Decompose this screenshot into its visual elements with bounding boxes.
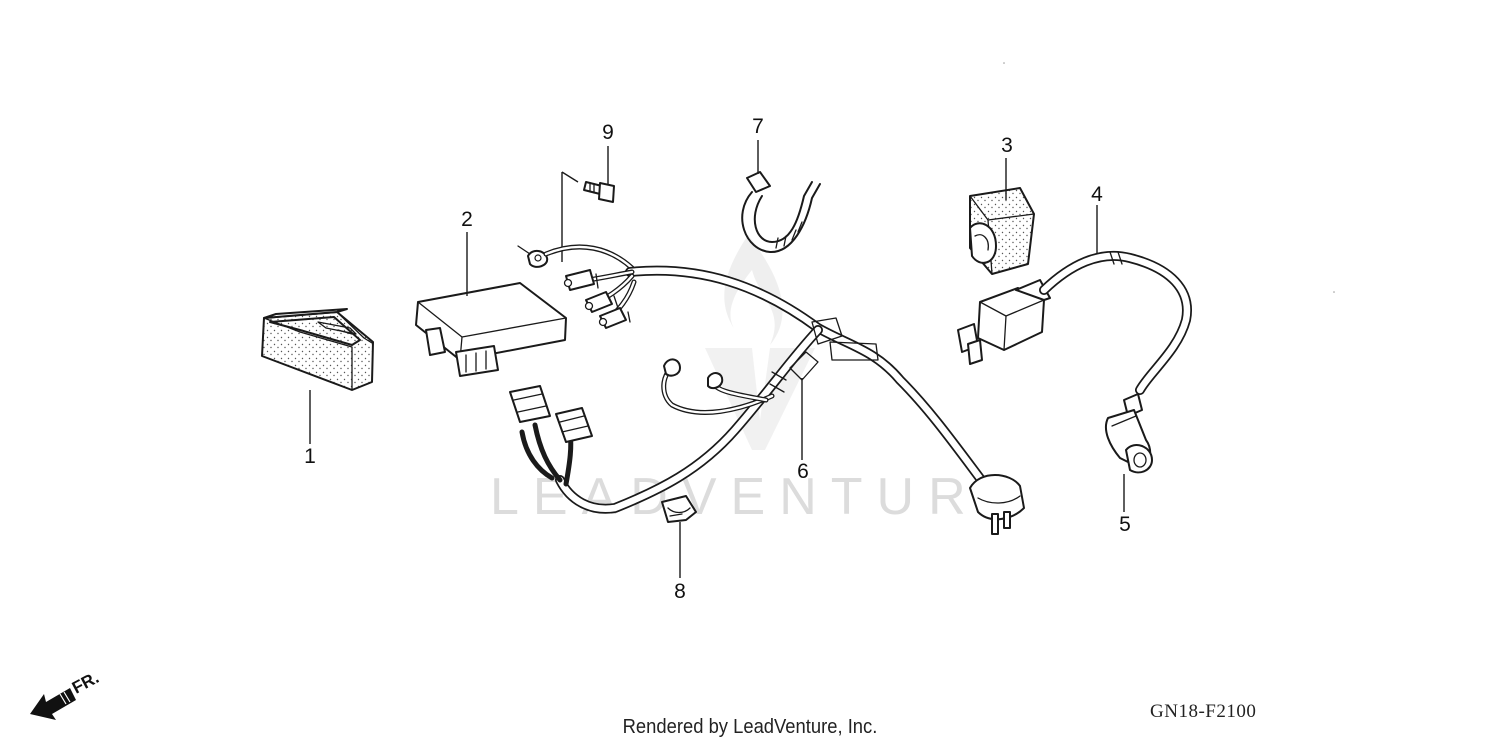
front-direction-indicator: FR. — [30, 668, 102, 720]
part-6-wire-harness[interactable] — [509, 265, 1025, 535]
diagram-code: GN18-F2100 — [1150, 701, 1257, 722]
part-3-coil-cover[interactable] — [969, 187, 1035, 275]
callout-6[interactable]: 6 — [797, 460, 809, 483]
ground-terminal — [517, 244, 635, 271]
part-1-cover[interactable] — [261, 308, 374, 391]
front-direction-label: FR. — [69, 668, 102, 698]
part-2-control-unit[interactable] — [415, 282, 567, 377]
part-8-clamp[interactable] — [661, 495, 697, 523]
footer-credit: Rendered by LeadVenture, Inc. — [622, 716, 878, 738]
callout-1[interactable]: 1 — [304, 445, 316, 468]
part-9-bolt[interactable] — [583, 181, 615, 203]
front-direction-arrow-icon — [30, 688, 76, 720]
callout-9[interactable]: 9 — [602, 121, 614, 144]
callout-4[interactable]: 4 — [1091, 183, 1103, 206]
leader-lines — [309, 140, 1125, 578]
callout-numbers: 1 2 3 4 5 6 7 8 9 — [304, 115, 1131, 603]
callout-5[interactable]: 5 — [1119, 513, 1131, 536]
part-7-band[interactable] — [741, 171, 821, 254]
part-4-ignition-coil[interactable] — [957, 250, 1192, 395]
callout-3[interactable]: 3 — [1001, 134, 1013, 157]
part-5-plug-cap[interactable] — [1104, 393, 1153, 474]
callout-7[interactable]: 7 — [752, 115, 764, 138]
callout-2[interactable]: 2 — [461, 208, 473, 231]
leadventure-logo-icon — [705, 235, 815, 450]
callout-8[interactable]: 8 — [674, 580, 686, 603]
